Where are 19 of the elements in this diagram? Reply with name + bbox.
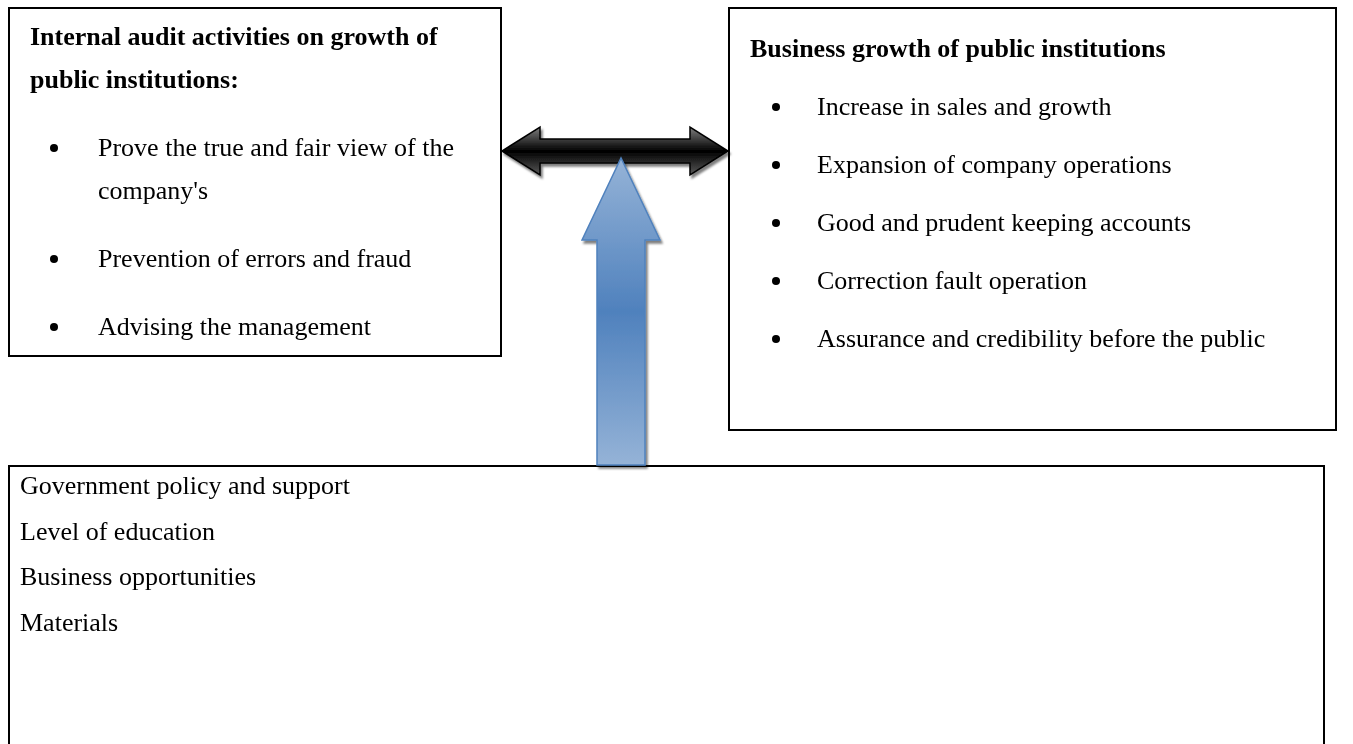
bullet-text: Prove the true and fair view of the company's	[98, 133, 454, 205]
text-box	[728, 7, 1337, 431]
box-heading: Internal audit activities on growth of public institutions:	[30, 21, 439, 96]
text-box	[8, 465, 1325, 744]
bullet-text: Assurance and credibility before the public	[817, 324, 1266, 353]
bullet-text: Correction fault operation	[817, 266, 1088, 295]
block-arrow	[580, 156, 662, 466]
bullet-text: Prevention of errors and fraud	[98, 244, 412, 273]
bullet-text: Good and prudent keeping accounts	[817, 208, 1191, 237]
bullet-text: Advising the management	[98, 312, 371, 341]
box-heading: Business growth of public institutions	[750, 33, 1167, 65]
bullet-text: Increase in sales and growth	[817, 92, 1112, 121]
block-arrow	[500, 125, 730, 177]
factor-text: Materials	[20, 606, 120, 639]
text-box	[8, 7, 502, 357]
factor-text: Level of education	[20, 515, 216, 548]
factor-text: Business opportunities	[20, 561, 258, 593]
bullet-text: Expansion of company operations	[817, 150, 1172, 179]
factor-text: Government policy and support	[20, 470, 351, 502]
